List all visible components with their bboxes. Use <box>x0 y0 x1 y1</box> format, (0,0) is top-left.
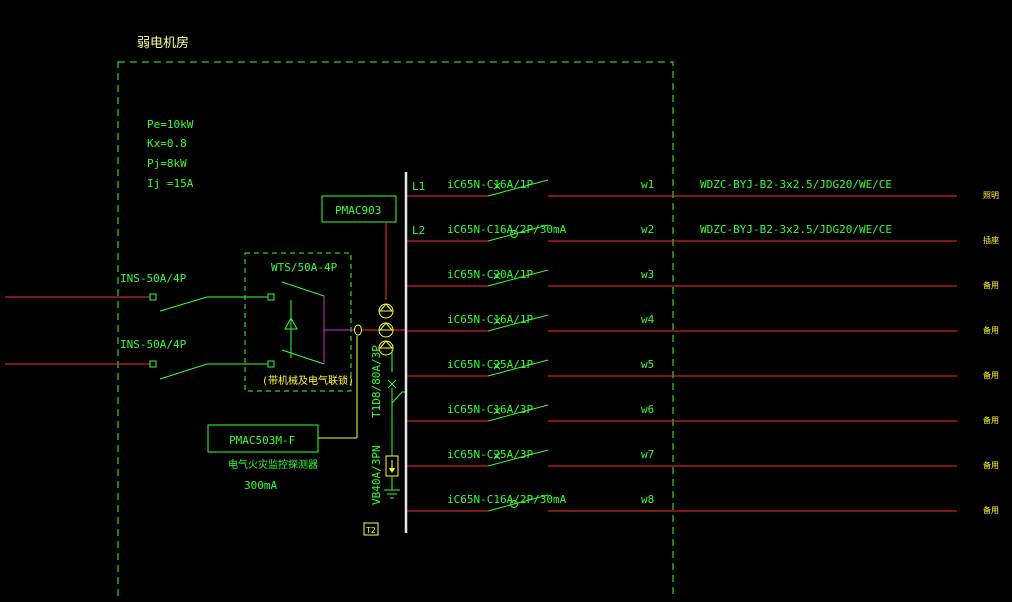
breaker-cross-icon <box>493 272 501 280</box>
cable-spec: WDZC-BYJ-B2-3x2.5/JDG20/WE/CE <box>700 178 892 191</box>
incoming-feeder-2: INS-50A/4P <box>5 338 268 380</box>
breaker-contact <box>487 179 549 197</box>
circuit-id: w3 <box>641 268 654 281</box>
breaker-label: iC65N-C25A/3P <box>447 448 533 461</box>
circuit-usage-label: 照明 <box>983 191 999 200</box>
load-pj: Pj=8kW <box>147 157 187 170</box>
spd-vb-label: VB40A/3PN <box>370 445 383 505</box>
monitor-description: 电气火灾监控探测器 <box>228 458 318 471</box>
fire-monitor: PMAC503M-F 电气火灾监控探测器 300mA <box>207 336 358 492</box>
circuit-usage-label: 插座 <box>983 235 999 245</box>
breaker-contact <box>487 449 549 467</box>
breaker-contact <box>487 224 549 242</box>
rcd-icon <box>510 500 518 508</box>
surge-protection: T1D8/80A/3P VB40A/3PN T2 <box>363 345 406 536</box>
breaker-contact <box>487 359 549 377</box>
breaker-contact <box>487 404 549 422</box>
main-busbar: L1 L2 <box>404 172 425 533</box>
load-ij: Ij =15A <box>147 177 194 190</box>
ats-label: WTS/50A-4P <box>271 261 338 274</box>
meter-box: PMAC903 <box>321 195 397 300</box>
phase-l1-label: L1 <box>412 180 425 193</box>
circuit-id: w5 <box>641 358 654 371</box>
room-boundary <box>117 61 674 602</box>
circuit-row: iC65N-C20A/1P w3 备用 <box>407 268 999 290</box>
circuit-id: w4 <box>641 313 655 326</box>
circuit-row: iC65N-C16A/2P/30mA w2 WDZC-BYJ-B2-3x2.5/JD… <box>407 223 999 245</box>
breaker-label: iC65N-C20A/1P <box>447 268 533 281</box>
monitor-label: PMAC503M-F <box>229 434 295 447</box>
circuit-id: w6 <box>641 403 654 416</box>
room-title: 弱电机房 <box>137 35 189 51</box>
breaker-label: iC65N-C16A/1P <box>447 313 533 326</box>
breaker-label: iC65N-C16A/3P <box>447 403 533 416</box>
load-pe: Pe=10kW <box>147 118 194 131</box>
circuit-usage-label: 备用 <box>983 370 999 380</box>
breaker-contact <box>487 494 549 512</box>
ats-switch: WTS/50A-4P (带机械及电气联锁) <box>244 252 355 392</box>
circuit-row: iC65N-C16A/3P w6 备用 <box>407 403 999 425</box>
breaker-cross-icon <box>493 452 501 460</box>
breaker-cross-icon <box>493 317 501 325</box>
meter-label: PMAC903 <box>335 204 381 217</box>
monitor-current: 300mA <box>244 479 277 492</box>
circuit-usage-label: 备用 <box>983 505 999 515</box>
breaker-cross-icon <box>493 407 501 415</box>
circuit-row: iC65N-C16A/1P w4 备用 <box>407 313 999 335</box>
breaker-cross-icon <box>493 182 501 190</box>
breaker-contact <box>487 269 549 287</box>
incoming-breaker-2-label: INS-50A/4P <box>120 338 187 351</box>
incoming-feeder-1: INS-50A/4P <box>5 272 268 312</box>
load-kx: Kx=0.8 <box>147 137 187 150</box>
breaker-label: iC65N-C16A/2P/30mA <box>447 493 567 506</box>
circuit-row: iC65N-C16A/1P w1 WDZC-BYJ-B2-3x2.5/JDG20/W… <box>407 178 999 200</box>
circuit-usage-label: 备用 <box>983 325 999 335</box>
breaker-contact <box>487 314 549 332</box>
spd-t2-label: T2 <box>366 526 376 535</box>
circuit-usage-label: 备用 <box>983 280 999 290</box>
circuit-id: w7 <box>641 448 654 461</box>
circuit-row: iC65N-C16A/2P/30mA w8 备用 <box>407 493 999 515</box>
circuit-id: w1 <box>641 178 654 191</box>
circuit-usage-label: 备用 <box>983 415 999 425</box>
ct-icon <box>354 324 362 336</box>
cable-spec: WDZC-BYJ-B2-3x2.5/JDG20/WE/CE <box>700 223 892 236</box>
breaker-label: iC65N-C25A/1P <box>447 358 533 371</box>
breaker-label: iC65N-C16A/1P <box>447 178 533 191</box>
load-parameters: Pe=10kW Kx=0.8 Pj=8kW Ij =15A <box>147 118 194 190</box>
breaker-cross-icon <box>493 362 501 370</box>
phase-l2-label: L2 <box>412 224 425 237</box>
spd-t1-label: T1D8/80A/3P <box>370 345 383 418</box>
breaker-label: iC65N-C16A/2P/30mA <box>447 223 567 236</box>
circuit-row: iC65N-C25A/3P w7 备用 <box>407 448 999 470</box>
circuit-id: w2 <box>641 223 654 236</box>
circuit-row: iC65N-C25A/1P w5 备用 <box>407 358 999 380</box>
rcd-icon <box>510 230 518 238</box>
ats-note: (带机械及电气联锁) <box>262 374 354 387</box>
circuit-usage-label: 备用 <box>983 460 999 470</box>
ct-symbols <box>378 303 394 356</box>
circuit-id: w8 <box>641 493 654 506</box>
incoming-breaker-1-label: INS-50A/4P <box>120 272 187 285</box>
